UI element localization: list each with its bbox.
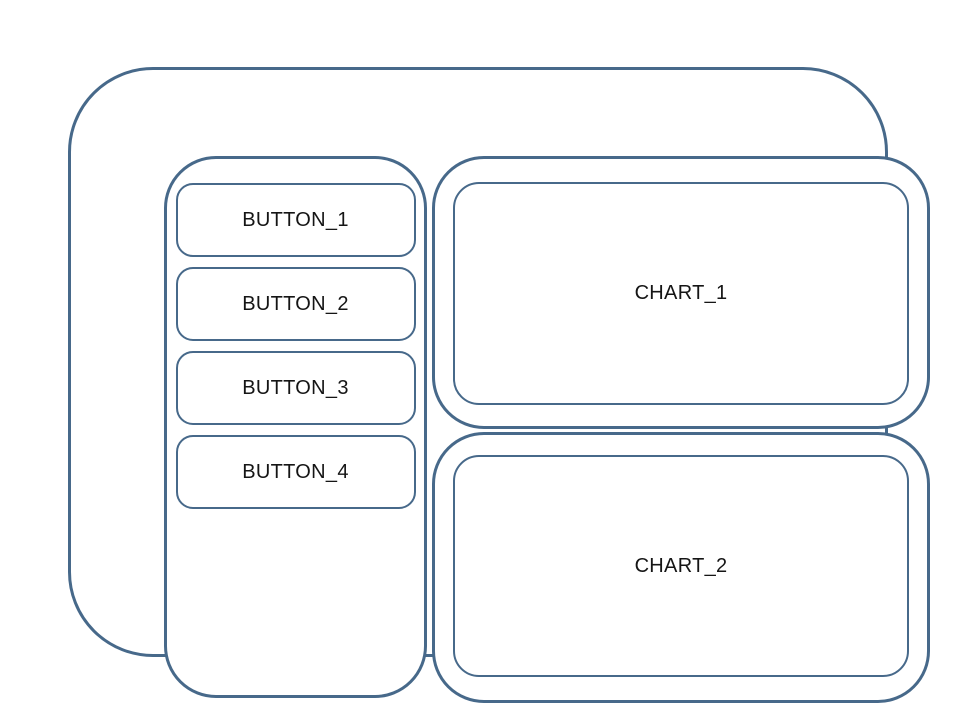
chart-1-panel: CHART_1 [432,156,930,429]
button-2[interactable]: BUTTON_2 [175,267,416,341]
app-frame: BUTTON_1 BUTTON_2 BUTTON_3 BUTTON_4 CHAR… [68,67,930,703]
chart-1-placeholder: CHART_1 [453,182,909,405]
button-3[interactable]: BUTTON_3 [175,351,416,425]
button-1[interactable]: BUTTON_1 [175,183,416,257]
chart-2-panel: CHART_2 [432,432,930,703]
button-panel: BUTTON_1 BUTTON_2 BUTTON_3 BUTTON_4 [164,156,427,698]
chart-2-placeholder: CHART_2 [453,455,909,677]
button-4[interactable]: BUTTON_4 [175,435,416,509]
